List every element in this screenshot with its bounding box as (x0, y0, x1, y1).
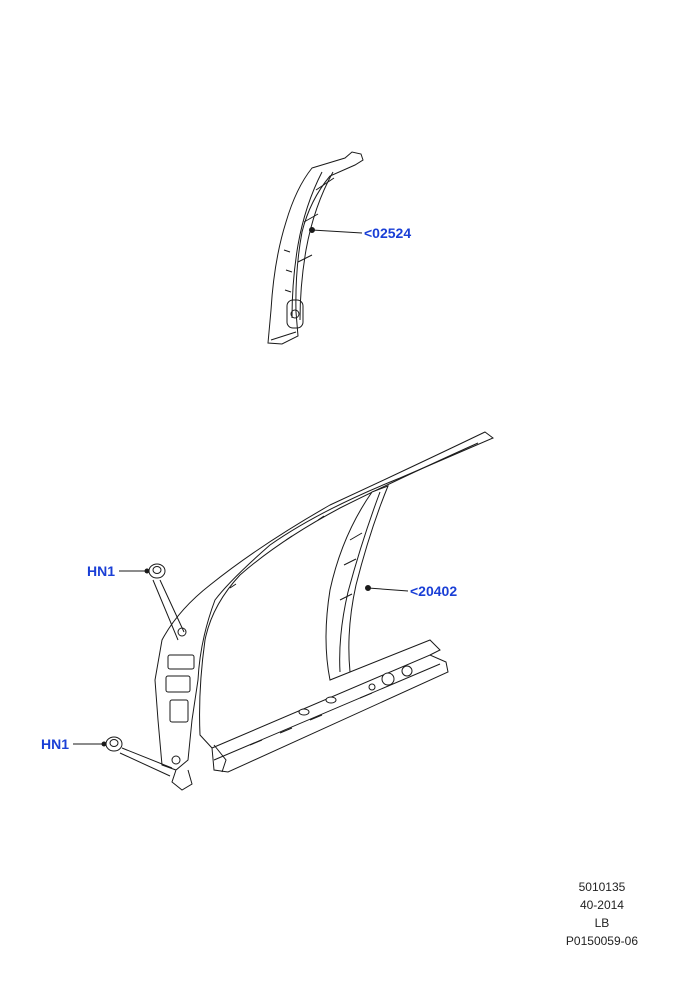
leader-line-20402 (367, 587, 409, 592)
install-line-hn1-lower-b (119, 752, 171, 777)
reference-line-4: P0150059-06 (565, 934, 638, 948)
reference-line-2: 40-2014 (579, 898, 624, 912)
hn1-callout-upper[interactable]: HN1 (87, 563, 115, 579)
reference-line-3: LB (594, 916, 610, 930)
b-pillar-reinforcement-part (267, 151, 364, 345)
part-callout-20402[interactable]: <20402 (410, 583, 457, 599)
reference-line-1: 5010135 (578, 880, 626, 894)
leader-line-02524 (311, 229, 363, 234)
leader-dot-hn1-upper (144, 568, 150, 574)
install-line-hn1-lower-a (121, 747, 173, 769)
part-callout-02524[interactable]: <02524 (364, 225, 411, 241)
body-side-frame-part (154, 431, 494, 791)
nut-hn1-lower (105, 736, 123, 752)
install-line-hn1-upper-b (159, 579, 185, 633)
nut-hn1-upper (148, 563, 166, 579)
install-line-hn1-upper-a (152, 579, 179, 641)
reference-info: 5010135 40-2014 LB P0150059-06 (566, 878, 638, 950)
hn1-callout-lower[interactable]: HN1 (41, 736, 69, 752)
leader-dot-hn1-lower (101, 741, 107, 747)
